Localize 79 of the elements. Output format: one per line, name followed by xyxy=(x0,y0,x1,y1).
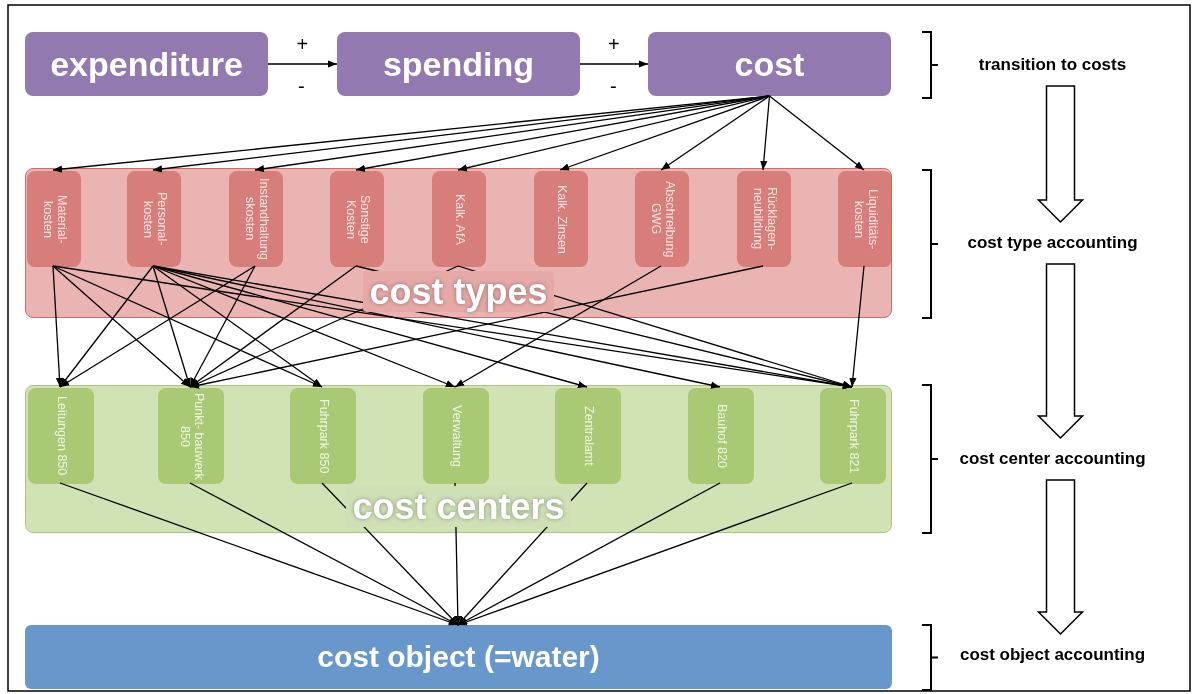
block-arrow xyxy=(1036,263,1085,440)
arrow xyxy=(52,265,64,388)
category-column xyxy=(330,171,384,267)
node-label: spending xyxy=(382,44,535,84)
arrow xyxy=(579,60,649,68)
column-label: Instandhaltung skosten xyxy=(242,177,270,262)
category-column xyxy=(820,388,886,484)
arrow xyxy=(760,95,771,171)
arrow xyxy=(454,482,462,626)
category-column xyxy=(423,388,489,484)
result-box xyxy=(25,625,892,689)
column-label: Fuhrpark 821 xyxy=(846,397,860,476)
process-box xyxy=(337,32,580,96)
node-label: cost center accounting xyxy=(959,449,1146,469)
column-label: Verwaltung xyxy=(449,404,463,469)
category-column xyxy=(290,388,356,484)
category-column xyxy=(838,171,892,267)
column-label: Kalk. AfA xyxy=(452,192,466,247)
node-label: transition to costs xyxy=(978,55,1127,75)
arrow xyxy=(849,265,865,388)
column-label: Leitungen 850 xyxy=(54,395,68,478)
column-label: Material- kosten xyxy=(40,193,68,246)
category-column xyxy=(635,171,689,267)
category-column xyxy=(28,388,94,484)
block-arrow xyxy=(1036,479,1085,636)
node-label: cost xyxy=(734,44,805,84)
category-column xyxy=(688,388,754,484)
group-title: cost types xyxy=(363,271,554,312)
category-column xyxy=(27,171,81,267)
category-column xyxy=(127,171,181,267)
sign-label: - xyxy=(610,76,617,96)
arrow xyxy=(457,482,721,626)
arrow xyxy=(321,482,459,626)
column-label: Personal- kosten xyxy=(140,191,168,248)
column-label: Fuhrpark 850 xyxy=(316,397,330,476)
column-label: Bauhof 820 xyxy=(714,403,728,470)
arrow xyxy=(254,95,771,173)
arrow xyxy=(152,265,323,388)
arrow xyxy=(457,482,588,626)
column-label: Punkt- bauwerk 850 xyxy=(177,392,205,480)
column-label: Liquiditäts- kosten xyxy=(851,187,879,252)
column-label: Zentralamt xyxy=(581,405,595,468)
arrow xyxy=(52,265,323,388)
group-panel xyxy=(25,385,892,533)
arrow xyxy=(189,482,459,626)
arrow xyxy=(152,265,191,388)
arrow xyxy=(457,482,853,626)
arrow xyxy=(267,60,338,68)
arrow xyxy=(52,265,191,388)
arrow xyxy=(59,265,154,388)
arrow xyxy=(660,95,771,171)
block-arrow xyxy=(1036,85,1085,224)
column-label: Rücklagen- neubildung xyxy=(750,186,778,253)
category-column xyxy=(158,388,224,484)
category-column xyxy=(432,171,486,267)
arrow xyxy=(454,265,662,388)
column-label: Abschreibung GWG xyxy=(648,179,676,260)
category-column xyxy=(534,171,588,267)
group-title: cost centers xyxy=(346,486,571,527)
process-box xyxy=(648,32,891,96)
edge-label: + xyxy=(296,34,309,54)
node-label: cost type accounting xyxy=(967,233,1138,253)
arrow xyxy=(457,265,853,388)
arrow xyxy=(59,265,256,388)
group-panel xyxy=(25,168,892,318)
category-column xyxy=(555,388,621,484)
process-box xyxy=(25,32,268,96)
node-label: cost object (=water) xyxy=(317,640,600,674)
sign-label: - xyxy=(298,76,305,96)
category-column xyxy=(737,171,791,267)
node-label: expenditure xyxy=(50,44,243,84)
arrow xyxy=(189,265,256,388)
column-label: Sonstige Kosten xyxy=(343,193,371,246)
arrow xyxy=(768,95,865,171)
category-column xyxy=(229,171,283,267)
edge-label: + xyxy=(608,34,620,54)
node-label: cost object accounting xyxy=(959,645,1146,665)
arrow xyxy=(59,482,459,626)
column-label: Kalk. Zinsen xyxy=(554,183,568,256)
